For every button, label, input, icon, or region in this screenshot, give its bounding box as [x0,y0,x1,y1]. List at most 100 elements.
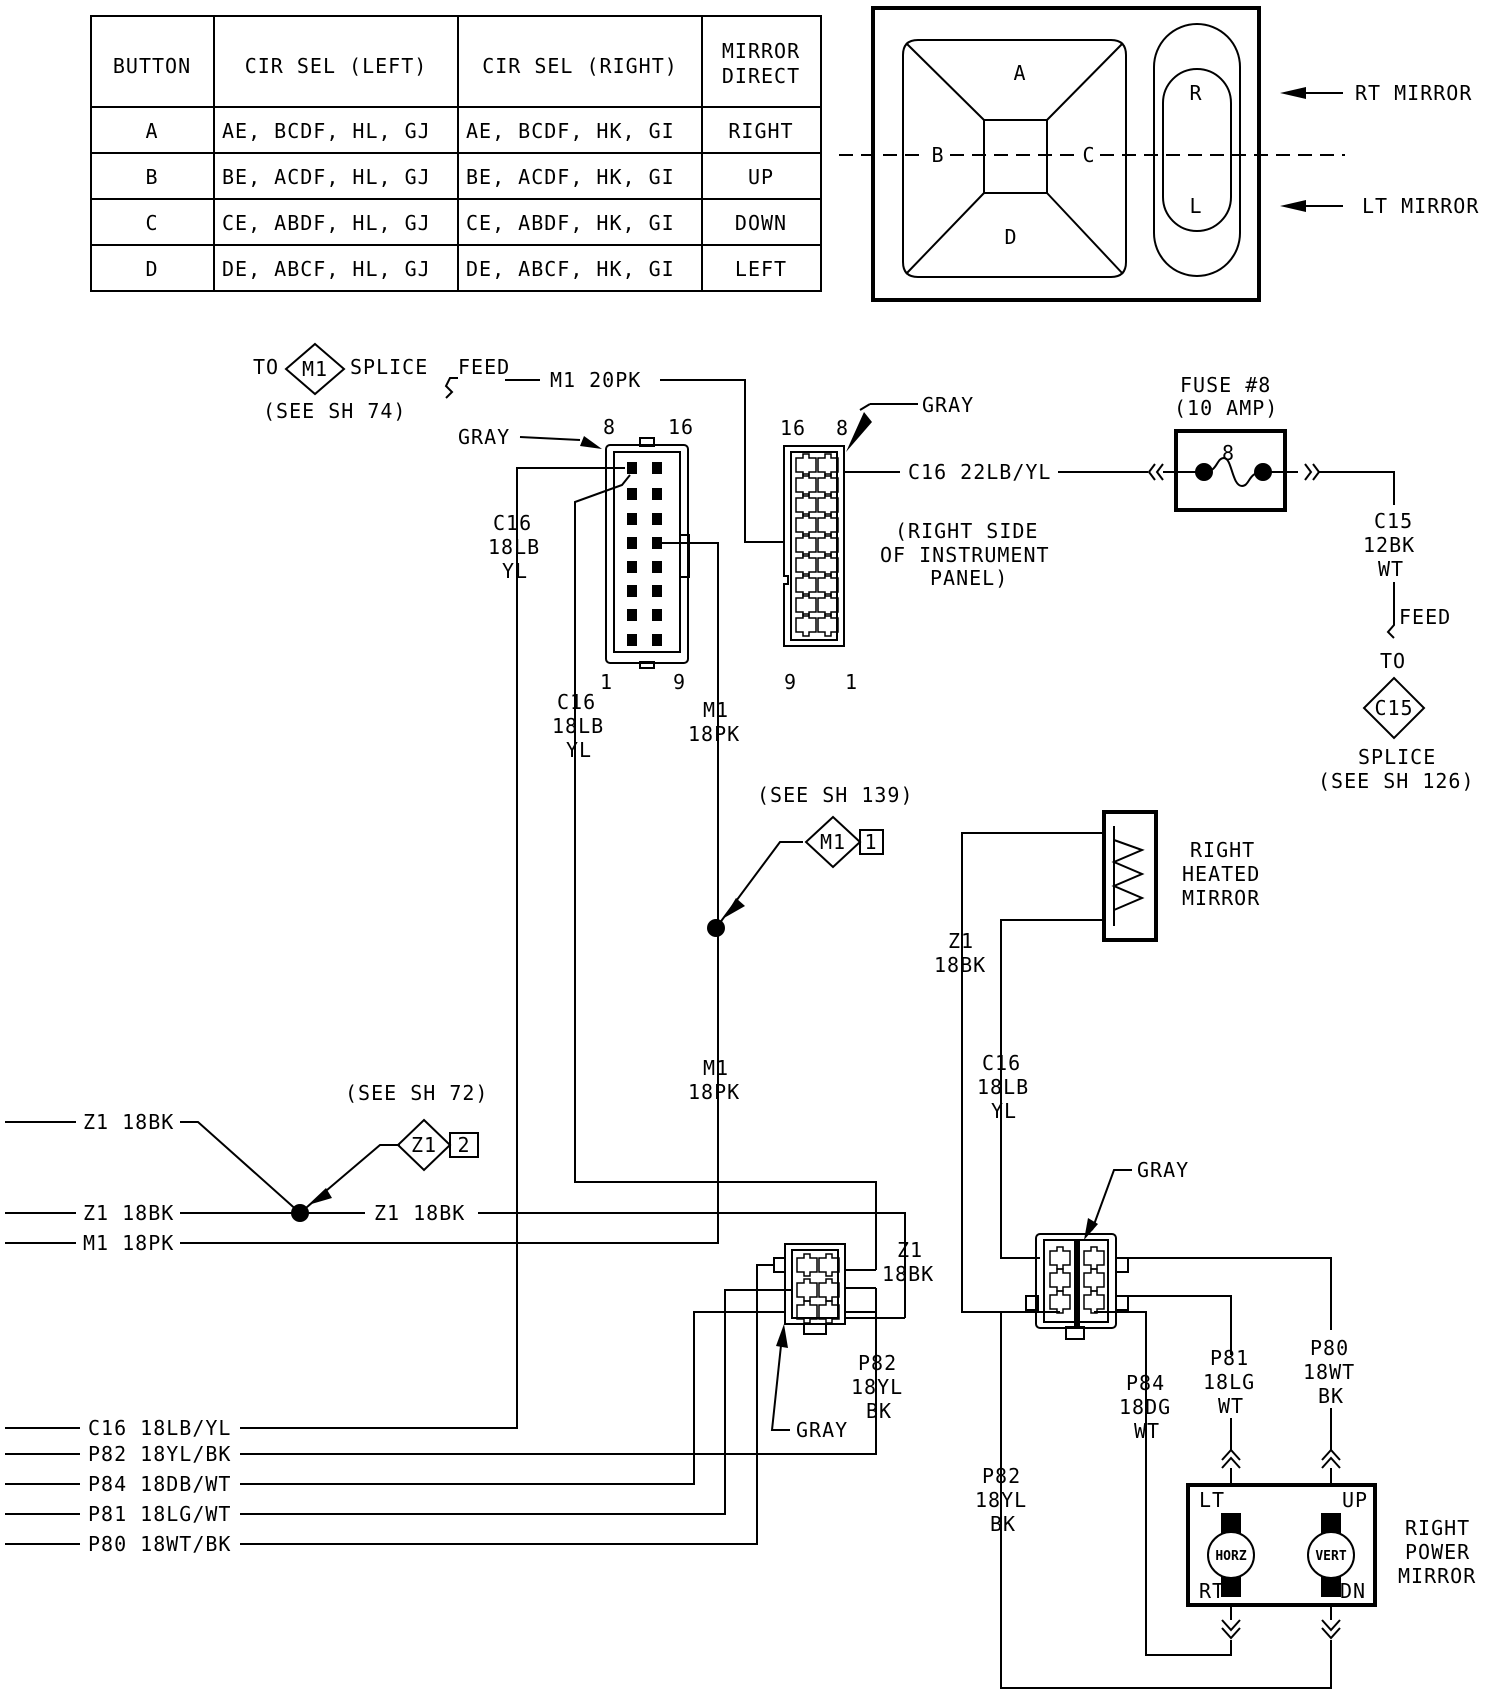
connector-pin-16-label: 16 [668,415,694,439]
rt-label: RT [1199,1579,1225,1603]
c16-wire-color: YL [502,559,528,583]
table-header-mirror: MIRROR [722,39,800,63]
z1-right-label: Z1 18BK [374,1201,465,1225]
ip-pin-16-label: 16 [780,416,806,440]
table-header-cir-sel-left: CIR SEL (LEFT) [245,54,428,78]
instrument-panel-connector-gray: 16 8 GRAY 9 1 (RIGHT SIDE OF INSTRUMENT … [780,393,1049,694]
p81-wire-mirror: P81 18LG WT [1128,1295,1254,1485]
c16-wire-gauge: 18LB [488,535,540,559]
z1-ground-splice: Z1 18BK Z1 18BK (SEE SH 72) Z1 2 Z1 18BK… [5,1081,934,1318]
table-row: D DE, ABCF, HL, GJ DE, ABCF, HK, GI LEFT [145,257,787,281]
p84-color: WT [1134,1419,1160,1443]
table-cell-button: C [145,211,158,235]
z1-switch-gauge: 18BK [882,1262,934,1286]
up-label: UP [1342,1488,1368,1512]
table-cell-left: DE, ABCF, HL, GJ [222,257,431,281]
switch-gray-label: GRAY [796,1418,848,1442]
ip-gray-label: GRAY [922,393,974,417]
connector-pin-1-label: 1 [600,670,613,694]
c16-22-label: C16 22LB/YL [908,460,1051,484]
m1-20pk-label: M1 20PK [550,368,641,392]
table-header-button: BUTTON [113,54,191,78]
c16-inner-color: YL [566,738,592,762]
p84-wire-mirror: P84 18DG WT [1094,1311,1241,1656]
splice-label: SPLICE [350,355,428,379]
horz-motor-label: HORZ [1215,1549,1246,1564]
table-cell-button: D [145,257,158,281]
m1-wire-gauge-lower: 18PK [688,1080,740,1104]
table-cell-right: CE, ABDF, HK, GI [466,211,675,235]
z1-switch-label: Z1 [897,1238,923,1262]
p82-switch-color: BK [866,1399,892,1423]
table-cell-direction: UP [748,165,774,189]
heated-mirror-label-1: RIGHT [1190,838,1255,862]
switch-button-d: D [1004,225,1017,249]
m1-wire-gauge: 18PK [688,722,740,746]
p80-wire-mirror: P80 18WT BK [1128,1257,1354,1485]
m1-splice-sh74: TO M1 SPLICE FEED (SEE SH 74) M1 20PK [253,342,785,543]
circuit-selection-table: BUTTON CIR SEL (LEFT) CIR SEL (RIGHT) MI… [90,15,822,292]
gray-label: GRAY [458,425,510,449]
splice-139-pin: 1 [864,830,877,854]
see-sh139-label: (SEE SH 139) [757,783,914,807]
z1-hm-gauge: 18BK [934,953,986,977]
p82-color: BK [990,1512,1016,1536]
table-cell-left: BE, ACDF, HL, GJ [222,165,431,189]
to-label: TO [253,355,279,379]
c15-wire-label: C15 [1374,509,1413,533]
ip-pin-1-label: 1 [845,670,858,694]
power-mirror-label-3: MIRROR [1398,1564,1476,1588]
p81-left-label: P81 18LG/WT [88,1502,231,1526]
table-cell-direction: RIGHT [728,119,793,143]
fuse-number: 8 [1222,441,1235,465]
heated-switch-connector-gray: P82 18YL BK GRAY [240,1243,905,1545]
c15-to-label: TO [1380,649,1406,673]
m1-splice-139-label: M1 [820,830,846,854]
p84-left-label: P84 18DB/WT [88,1472,231,1496]
m1-wire-label-lower: M1 [703,1056,729,1080]
z1-mid-label: Z1 18BK [83,1201,174,1225]
c16-hm-gauge: 18LB [977,1075,1029,1099]
p82-gauge: 18YL [975,1488,1027,1512]
z1-splice-label: Z1 [411,1133,437,1157]
switch-button-c: C [1082,143,1095,167]
c15-feed-label: FEED [1399,605,1451,629]
table-cell-direction: LEFT [735,257,787,281]
p80-left-label: P80 18WT/BK [88,1532,231,1556]
heated-mirror-label-3: MIRROR [1182,886,1260,910]
p84-gauge: 18DG [1119,1395,1171,1419]
table-header-direct: DIRECT [722,64,800,88]
c15-splice-id: C15 [1374,696,1413,720]
c15-wire-color: WT [1378,557,1404,581]
lt-label: LT [1199,1488,1225,1512]
feed-label: FEED [458,355,510,379]
connector-pin-9-label: 9 [673,670,686,694]
p82-switch-gauge: 18YL [851,1375,903,1399]
table-cell-right: AE, BCDF, HK, GI [466,119,675,143]
c16-wire-label: C16 [493,511,532,535]
table-row: B BE, ACDF, HL, GJ BE, ACDF, HK, GI UP [145,165,774,189]
ip-pin-9-label: 9 [784,670,797,694]
rt-mirror-label: RT MIRROR [1355,81,1472,105]
ip-location-1: (RIGHT SIDE [895,519,1038,543]
c15-wire-gauge: 12BK [1363,533,1415,557]
connector-pin-8-label: 8 [603,415,616,439]
table-cell-button: B [145,165,158,189]
switch-connector-gray: 8 16 GRAY 1 9 [458,415,694,694]
see-sh126-label: (SEE SH 126) [1318,769,1475,793]
z1-splice-pin: 2 [457,1133,470,1157]
lt-mirror-label: LT MIRROR [1362,194,1479,218]
dn-label: DN [1340,1579,1366,1603]
heated-mirror-label-2: HEATED [1182,862,1260,886]
table-cell-left: CE, ABDF, HL, GJ [222,211,431,235]
switch-button-b: B [931,143,944,167]
table-cell-right: BE, ACDF, HK, GI [466,165,675,189]
p80-label: P80 [1310,1336,1349,1360]
c16-hm-label: C16 [982,1051,1021,1075]
power-mirror-connector-gray: GRAY [1025,1158,1188,1340]
table-row: C CE, ABDF, HL, GJ CE, ABDF, HK, GI DOWN [145,211,786,235]
fuse-8: FUSE #8 (10 AMP) 8 C15 12BK WT FEED TO C… [1163,373,1475,793]
m1-wire-label: M1 [703,698,729,722]
fuse-rating: (10 AMP) [1174,396,1278,420]
selector-left: L [1189,194,1202,218]
